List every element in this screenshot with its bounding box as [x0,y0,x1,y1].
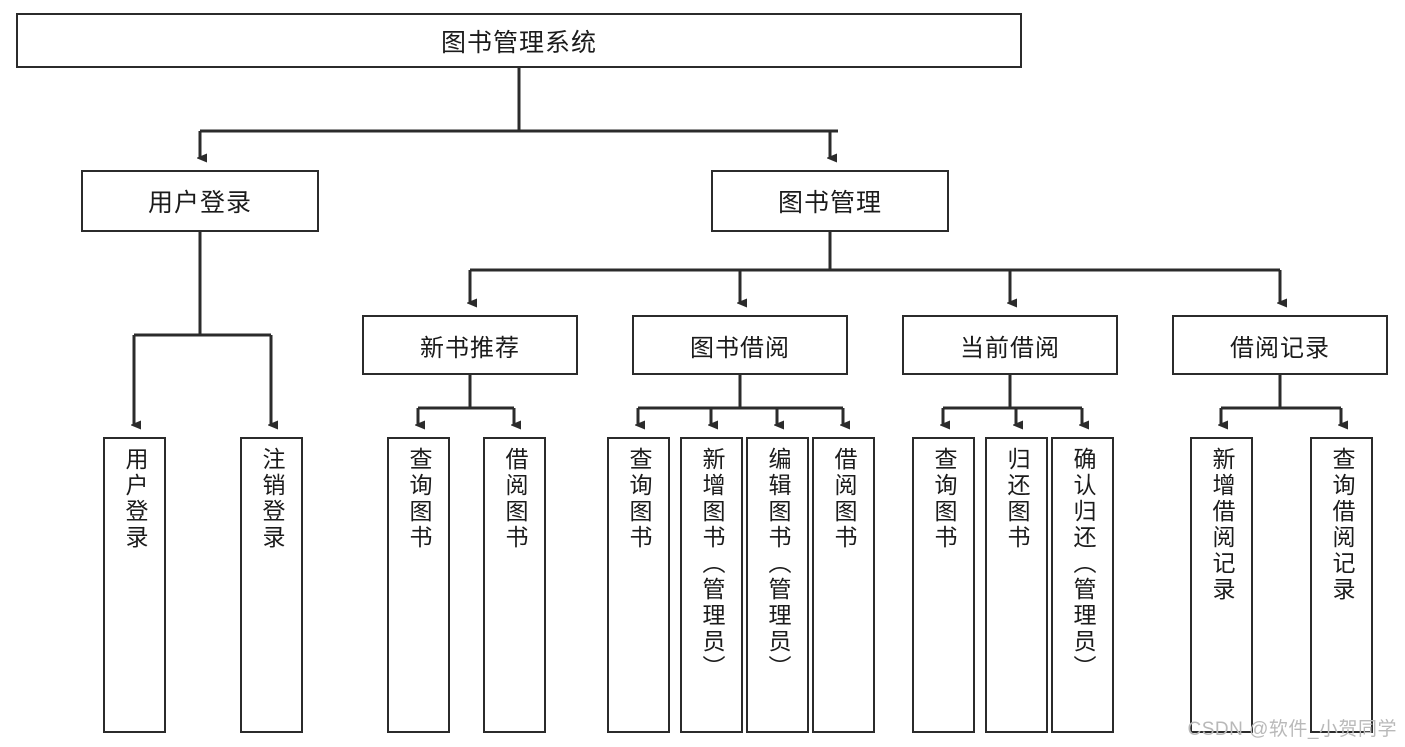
watermark-text: CSDN @软件_小贺同学 [1187,719,1397,740]
node-label: 新增图书（管理员） [699,447,725,681]
node-book-manage[interactable]: 图书管理 [711,170,949,232]
node-leaf-query-book-2[interactable]: 查询图书 [607,437,670,733]
node-leaf-borrow-book-2[interactable]: 借阅图书 [812,437,875,733]
node-label: 用户登录 [147,189,252,217]
node-label: 注销登录 [259,447,285,551]
node-book-borrow[interactable]: 图书借阅 [632,315,848,375]
node-leaf-query-book-1[interactable]: 查询图书 [387,437,450,733]
node-leaf-add-book[interactable]: 新增图书（管理员） [680,437,743,733]
node-label: 编辑图书（管理员） [765,447,791,681]
node-leaf-confirm-return[interactable]: 确认归还（管理员） [1051,437,1114,733]
node-leaf-borrow-book-1[interactable]: 借阅图书 [483,437,546,733]
node-leaf-edit-book[interactable]: 编辑图书（管理员） [746,437,809,733]
node-label: 查询图书 [406,447,432,551]
node-user-login[interactable]: 用户登录 [81,170,319,232]
node-label: 借阅图书 [831,447,857,551]
node-label: 当前借阅 [960,334,1060,362]
node-leaf-return-book[interactable]: 归还图书 [985,437,1048,733]
node-label: 查询图书 [626,447,652,551]
node-root-system[interactable]: 图书管理系统 [16,13,1022,68]
node-label: 图书借阅 [690,334,790,362]
node-leaf-query-book-3[interactable]: 查询图书 [912,437,975,733]
node-label: 图书管理系统 [440,28,597,57]
node-label: 借阅记录 [1230,334,1330,362]
node-label: 查询图书 [931,447,957,551]
node-new-book-recommend[interactable]: 新书推荐 [362,315,578,375]
node-leaf-add-record[interactable]: 新增借阅记录 [1190,437,1253,733]
node-label: 查询借阅记录 [1329,447,1355,603]
node-borrow-record[interactable]: 借阅记录 [1172,315,1388,375]
node-label: 确认归还（管理员） [1070,447,1096,681]
node-leaf-user-logout[interactable]: 注销登录 [240,437,303,733]
node-leaf-query-record[interactable]: 查询借阅记录 [1310,437,1373,733]
node-leaf-user-login[interactable]: 用户登录 [103,437,166,733]
node-label: 新书推荐 [420,334,520,362]
node-label: 借阅图书 [502,447,528,551]
node-label: 用户登录 [122,447,148,551]
node-label: 归还图书 [1004,447,1030,551]
node-current-borrow[interactable]: 当前借阅 [902,315,1118,375]
node-label: 新增借阅记录 [1209,447,1235,603]
node-label: 图书管理 [777,189,882,217]
